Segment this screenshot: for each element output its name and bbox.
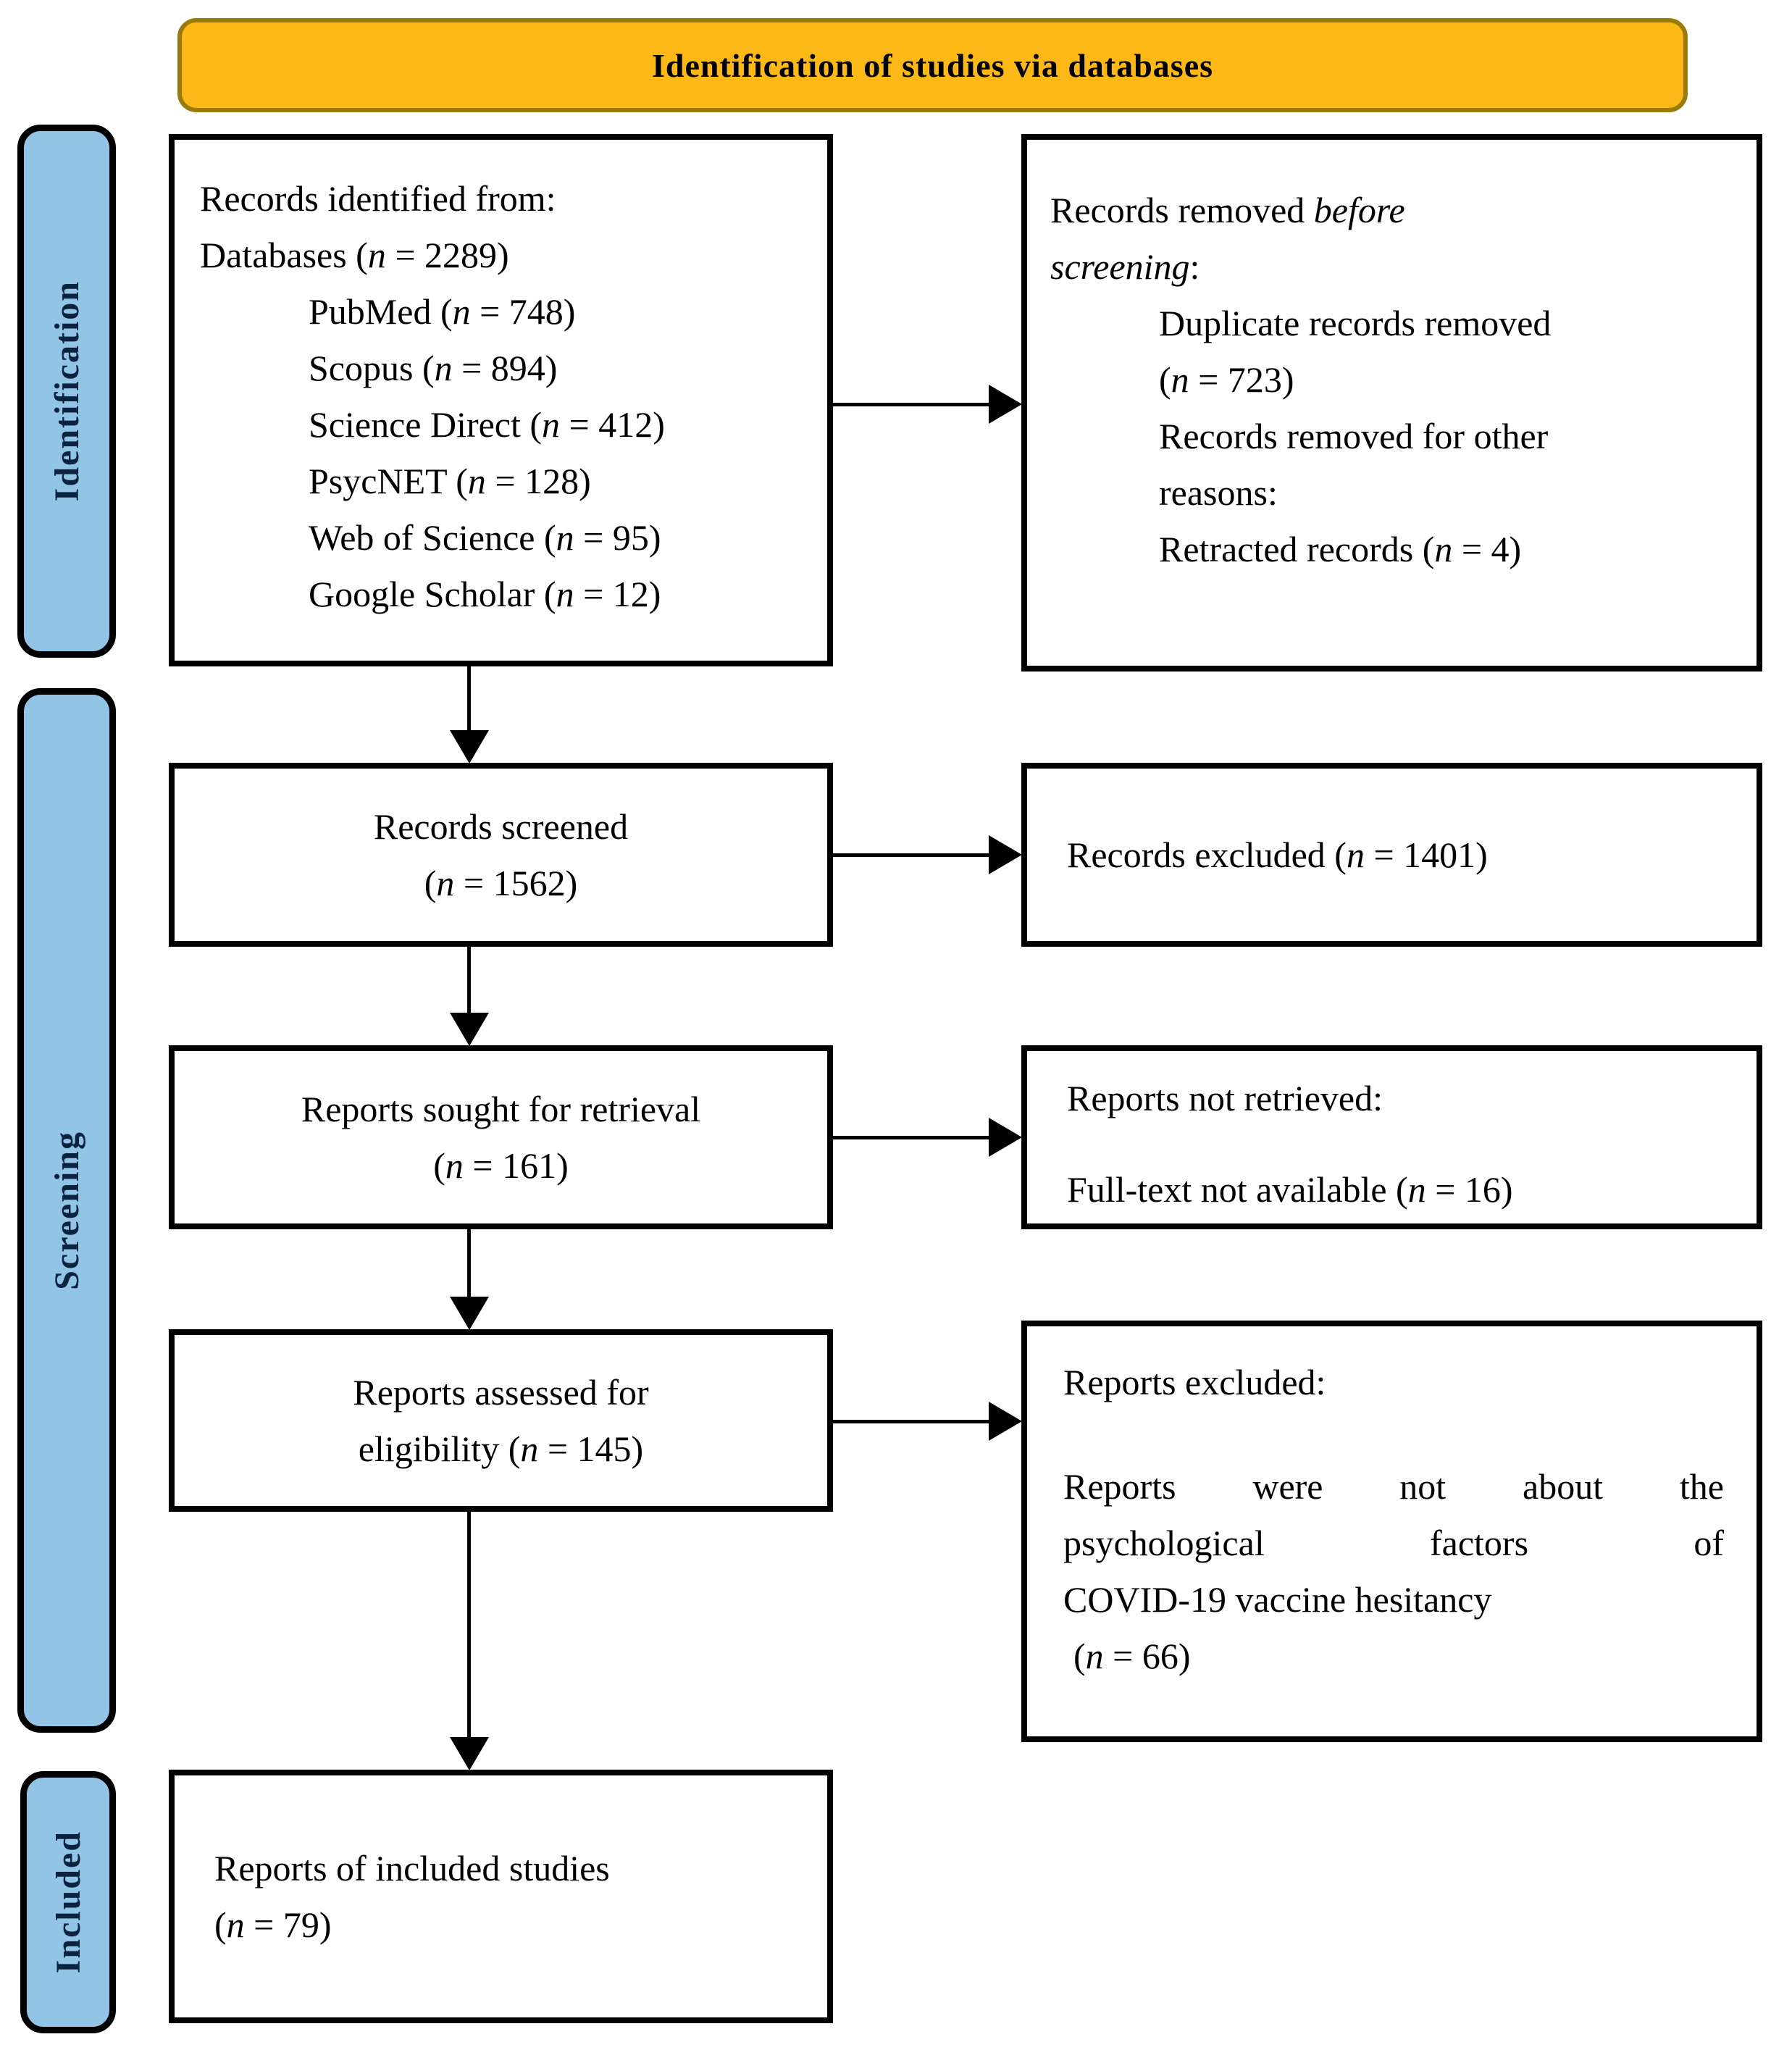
flow-box-records-removed-before-screening: Records removed before screening: Duplicat…	[1021, 134, 1762, 672]
banner-identification-via-databases: Identification of studies via databases	[177, 18, 1688, 112]
stage-label-screening-text: Screening	[47, 1131, 86, 1290]
text-line: Records excluded (n = 1401)	[1067, 834, 1488, 875]
arrow-right-icon	[989, 1118, 1022, 1157]
text-line: PsycNET (n = 128)	[309, 461, 591, 501]
stage-label-screening: Screening	[17, 688, 116, 1733]
text-line: Scopus (n = 894)	[309, 348, 558, 388]
text-line: eligibility (n = 145)	[358, 1428, 644, 1469]
text-line: screening:	[1050, 246, 1200, 287]
arrow-right-icon	[989, 1402, 1022, 1441]
flow-box-records-excluded: Records excluded (n = 1401)	[1021, 763, 1762, 947]
text-line: (n = 79)	[214, 1904, 332, 1945]
text-line: (n = 723)	[1159, 359, 1294, 400]
text-line: PubMed (n = 748)	[309, 291, 576, 332]
arrow-line	[833, 403, 991, 406]
arrow-line	[833, 853, 991, 857]
text-line: Records identified from:	[200, 178, 556, 219]
text-line: Full-text not available (n = 16)	[1067, 1169, 1513, 1210]
text-line: Retracted records (n = 4)	[1159, 529, 1522, 569]
arrow-line	[467, 1229, 471, 1299]
text-line: (n = 161)	[433, 1145, 569, 1186]
arrow-line	[467, 666, 471, 735]
text-line: Records screened	[373, 806, 629, 847]
arrow-down-icon	[450, 1013, 489, 1046]
arrow-right-icon	[989, 385, 1022, 424]
text-line: Databases (n = 2289)	[200, 235, 509, 275]
banner-title: Identification of studies via databases	[651, 46, 1214, 84]
text-line: Reports were not about the	[1063, 1466, 1724, 1507]
arrow-down-icon	[450, 1297, 489, 1330]
text-line: Reports of included studies	[214, 1848, 610, 1888]
text-line: psychological factors of	[1063, 1523, 1724, 1563]
text-line: COVID-19 vaccine hesitancy	[1063, 1579, 1492, 1620]
text-line: Duplicate records removed	[1159, 303, 1552, 343]
text-line: Reports not retrieved:	[1067, 1078, 1383, 1118]
reports-excluded-count: (n = 66)	[1073, 1636, 1191, 1676]
stage-label-included: Included	[20, 1771, 116, 2033]
flow-box-records-screened: Records screened (n = 1562)	[169, 763, 833, 947]
arrow-right-icon	[989, 835, 1022, 874]
stage-label-included-text: Included	[49, 1831, 88, 1974]
text-line: Science Direct (n = 412)	[309, 404, 665, 445]
arrow-line	[467, 947, 471, 1015]
flow-box-reports-assessed: Reports assessed for eligibility (n = 145…	[169, 1329, 833, 1512]
text-line: Reports assessed for	[353, 1372, 649, 1413]
arrow-line	[833, 1136, 991, 1139]
text-line: Google Scholar (n = 12)	[309, 574, 661, 614]
text-line: reasons:	[1159, 472, 1278, 513]
reports-excluded-title: Reports excluded:	[1063, 1362, 1326, 1402]
text-line: (n = 1562)	[424, 863, 578, 903]
flow-box-reports-included: Reports of included studies (n = 79)	[169, 1770, 833, 2023]
stage-label-identification: Identification	[17, 125, 116, 658]
arrow-down-icon	[450, 730, 489, 763]
text-line: Records removed before	[1050, 190, 1405, 230]
text-line: Records removed for other	[1159, 416, 1549, 456]
flow-box-reports-sought: Reports sought for retrieval (n = 161)	[169, 1045, 833, 1229]
flow-box-reports-excluded: Reports excluded: Reports were not about…	[1021, 1321, 1762, 1742]
arrow-line	[833, 1420, 991, 1423]
arrow-down-icon	[450, 1737, 489, 1770]
reports-excluded-reason: Reports were not about the psychological …	[1063, 1458, 1724, 1628]
arrow-line	[467, 1512, 471, 1739]
flow-box-records-identified: Records identified from: Databases (n = 2…	[169, 134, 833, 666]
flow-box-reports-not-retrieved: Reports not retrieved: Full-text not avai…	[1021, 1045, 1762, 1229]
text-line: Reports sought for retrieval	[301, 1089, 701, 1129]
text-line: Web of Science (n = 95)	[309, 517, 661, 558]
stage-label-identification-text: Identification	[47, 280, 86, 502]
